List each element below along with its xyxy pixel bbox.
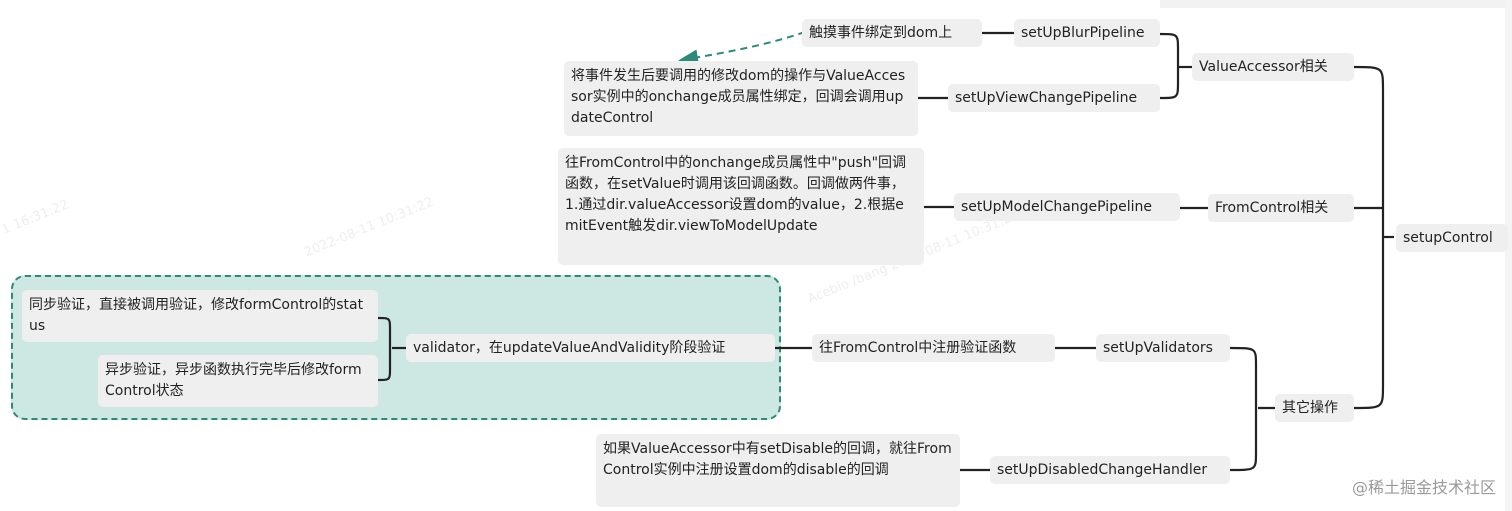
dashed-arrow — [678, 31, 806, 66]
node-setupvalidators[interactable]: setUpValidators — [1096, 334, 1230, 362]
node-valueaccessor[interactable]: ValueAccessor相关 — [1192, 53, 1354, 81]
node-setupviewchangepipeline[interactable]: setUpViewChangePipeline — [948, 84, 1160, 112]
node-sync-validation[interactable]: 同步验证，直接被调用验证，修改formControl的status — [22, 290, 378, 342]
node-async-validation[interactable]: 异步验证，异步函数执行完毕后修改formControl状态 — [98, 355, 378, 407]
node-setupdisabledchangehandler[interactable]: setUpDisabledChangeHandler — [990, 456, 1230, 484]
node-model-change-desc[interactable]: 往FromControl中的onchange成员属性中"push"回调函数，在s… — [558, 148, 924, 265]
node-setupblurpipeline[interactable]: setUpBlurPipeline — [1014, 19, 1160, 47]
scrollbar-track[interactable] — [1505, 0, 1512, 511]
other-bracket — [1229, 346, 1258, 472]
root-bracket — [1353, 65, 1385, 410]
validator-bracket — [377, 316, 392, 382]
node-view-change-desc[interactable]: 将事件发生后要调用的修改dom的操作与ValueAccessor实例中的onch… — [564, 61, 918, 136]
node-blur-desc[interactable]: 触摸事件绑定到dom上 — [802, 19, 982, 47]
node-setupmodelchangepipeline[interactable]: setUpModelChangePipeline — [954, 193, 1180, 221]
node-validator[interactable]: validator，在updateValueAndValidity阶段验证 — [406, 334, 775, 362]
va-bracket — [1159, 32, 1180, 100]
node-validators-desc[interactable]: 往FromControl中注册验证函数 — [812, 334, 1055, 362]
toolbar-strip — [1160, 0, 1512, 8]
node-other-ops[interactable]: 其它操作 — [1275, 394, 1354, 422]
node-disabled-desc[interactable]: 如果ValueAccessor中有setDisable的回调，就往FromCon… — [596, 434, 960, 507]
root-node-setupcontrol[interactable]: setupControl — [1396, 224, 1508, 252]
node-fromcontrol[interactable]: FromControl相关 — [1208, 194, 1354, 222]
juejin-watermark-logo: @稀土掘金技术社区 — [1351, 478, 1496, 497]
